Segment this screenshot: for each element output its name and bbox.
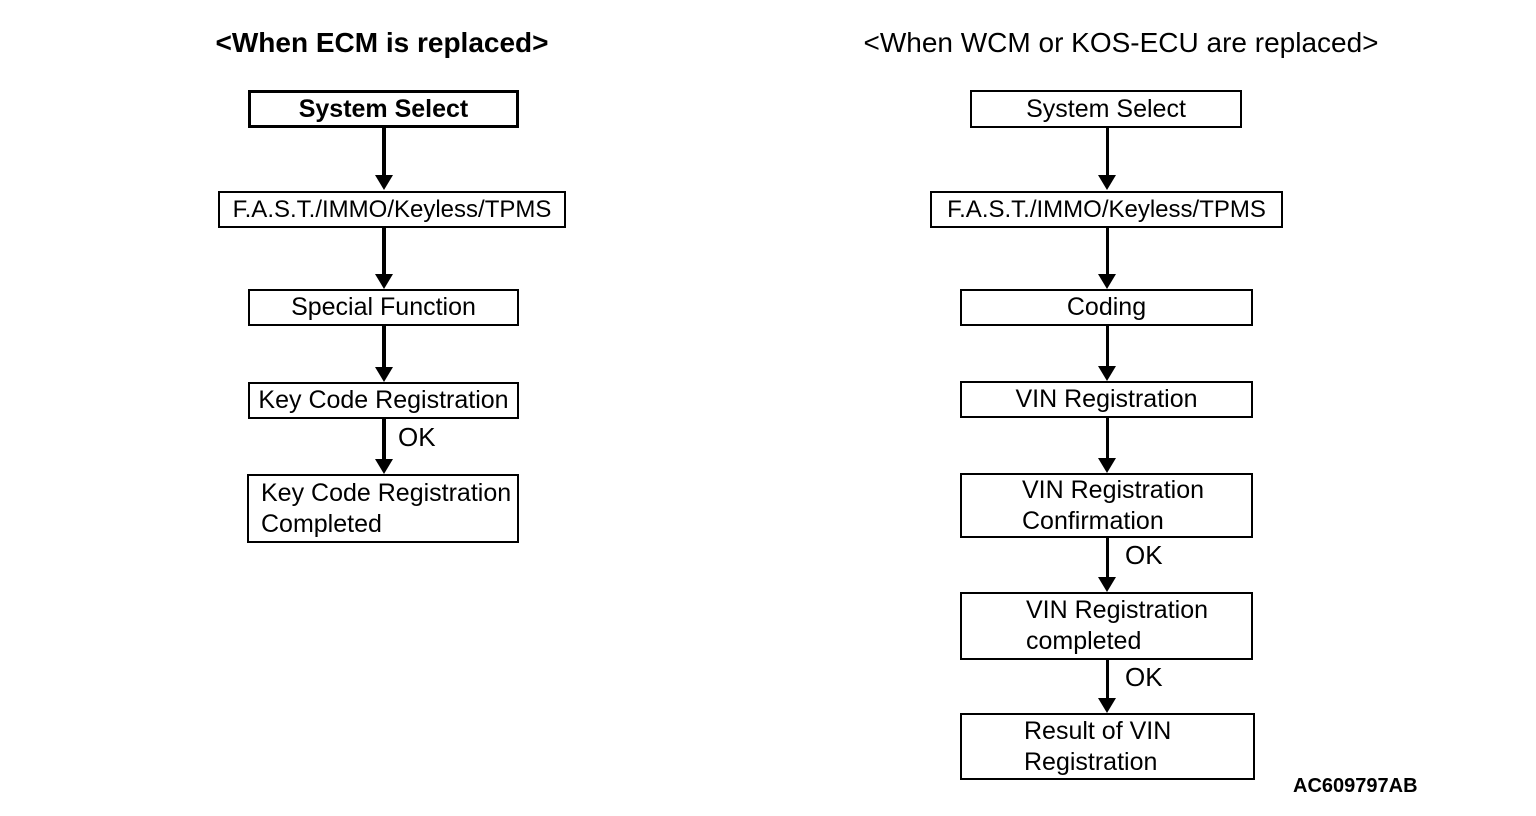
arrow-shaft — [1106, 228, 1109, 275]
flow-box-key-code-registration: Key Code Registration — [248, 382, 519, 419]
arrow-head — [1098, 698, 1116, 713]
left-flow-title: <When ECM is replaced> — [215, 27, 549, 58]
arrow-down-icon — [1098, 660, 1116, 713]
flow-box-system-select-left: System Select — [248, 90, 519, 128]
arrow-head — [1098, 366, 1116, 381]
ok-label-right-2: OK — [1125, 662, 1163, 692]
flow-box-coding: Coding — [960, 289, 1253, 326]
arrow-down-icon — [1098, 128, 1116, 190]
arrow-shaft — [1106, 128, 1109, 176]
arrow-down-icon — [1098, 418, 1116, 473]
arrow-head — [1098, 458, 1116, 473]
flow-box-vin-registration-confirmation: VIN Registration Confirmation — [960, 473, 1253, 538]
arrow-head — [1098, 577, 1116, 592]
arrow-shaft — [1106, 418, 1109, 459]
flow-box-key-code-registration-completed: Key Code Registration Completed — [247, 474, 519, 543]
flow-box-special-function: Special Function — [248, 289, 519, 326]
arrow-shaft — [382, 419, 386, 460]
arrow-shaft — [1106, 660, 1109, 699]
flow-box-system-select-right: System Select — [970, 90, 1242, 128]
flow-box-fast-immo-left: F.A.S.T./IMMO/Keyless/TPMS — [218, 191, 566, 228]
ok-label-right-1: OK — [1125, 540, 1163, 570]
flow-box-vin-registration: VIN Registration — [960, 381, 1253, 418]
arrow-head — [375, 274, 393, 289]
arrow-head — [375, 367, 393, 382]
arrow-shaft — [1106, 326, 1109, 367]
arrow-shaft — [382, 128, 386, 176]
arrow-shaft — [382, 228, 386, 275]
arrow-head — [1098, 274, 1116, 289]
figure-code: AC609797AB — [1293, 775, 1418, 797]
arrow-head — [375, 459, 393, 474]
arrow-down-icon — [1098, 228, 1116, 289]
arrow-down-icon — [375, 326, 393, 382]
arrow-head — [1098, 175, 1116, 190]
arrow-down-icon — [1098, 326, 1116, 381]
arrow-shaft — [382, 326, 386, 368]
flow-box-vin-registration-completed: VIN Registration completed — [960, 592, 1253, 660]
ok-label-left: OK — [398, 422, 436, 452]
arrow-head — [375, 175, 393, 190]
right-flow-title: <When WCM or KOS-ECU are replaced> — [863, 27, 1379, 58]
arrow-down-icon — [375, 228, 393, 289]
flow-box-result-of-vin-registration: Result of VIN Registration — [960, 713, 1255, 780]
flow-box-fast-immo-right: F.A.S.T./IMMO/Keyless/TPMS — [930, 191, 1283, 228]
arrow-down-icon — [375, 128, 393, 190]
arrow-down-icon — [1098, 538, 1116, 592]
arrow-down-icon — [375, 419, 393, 474]
arrow-shaft — [1106, 538, 1109, 578]
